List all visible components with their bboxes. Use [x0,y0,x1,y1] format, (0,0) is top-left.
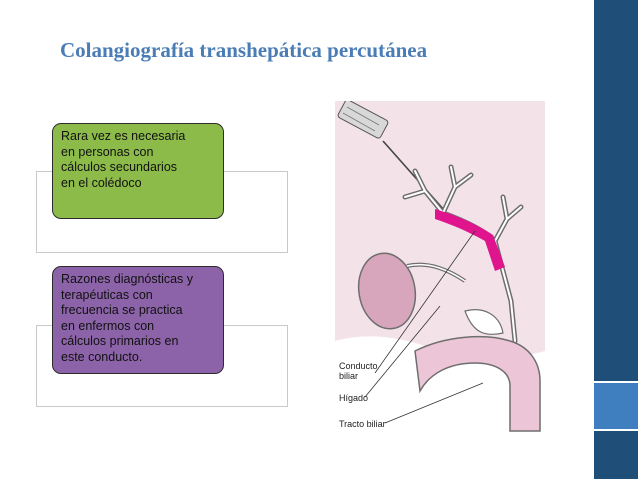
syringe-icon [337,101,446,212]
callout-line: cálculos primarios en [61,334,179,348]
callout-line: en el colédoco [61,175,142,190]
callout-line: en enfermos con [61,318,155,333]
label-duct: biliar [339,371,358,381]
cholangiography-illustration: Conducto biliar Hígado Tracto biliar [335,101,545,440]
slide-title: Colangiografía transhepática percutánea [60,38,428,62]
label-liver: Hígado [339,393,368,403]
pointer-lines [364,230,484,424]
callout-line: Razones diagnósticas y [61,272,194,286]
sidebar-band-accent [594,383,638,429]
intestine [414,335,541,432]
callout-box-green: Rara vez es necesaria en personas con cá… [52,123,224,219]
callout-line: este conducto. [61,349,143,364]
gallbladder [357,252,417,330]
callout-line: en personas con [61,144,154,159]
sidebar-band-bottom [594,431,638,479]
callout-line: Rara vez es necesaria [61,129,186,143]
callout-line: terapéuticas con [61,287,153,302]
callout-line: frecuencia se practica [61,303,183,317]
callout-box-purple: Razones diagnósticas y terapéuticas con … [52,266,224,374]
sidebar-decoration [594,0,638,479]
label-duct: Conducto [339,361,378,371]
sidebar-band-top [594,0,638,381]
callout-line: cálculos secundarios [61,160,178,174]
label-tract: Tracto biliar [339,419,386,429]
contrast-fill [435,209,505,271]
